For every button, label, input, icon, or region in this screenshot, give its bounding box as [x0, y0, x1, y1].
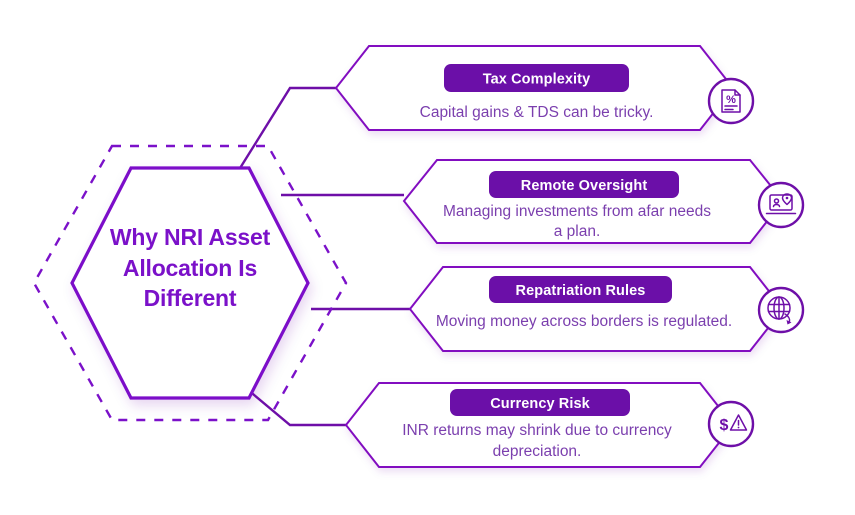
card-4-body-line-1: INR returns may shrink due to currency: [402, 422, 672, 439]
card-repatriation-rules[interactable]: Repatriation Rules Moving money across b…: [408, 266, 805, 352]
dollar-warning-icon: $: [707, 400, 755, 448]
card-currency-risk[interactable]: Currency Risk INR returns may shrink due…: [344, 382, 755, 468]
outer-hexagon-dashed: [32, 144, 348, 422]
card-3-body-line-1: Moving money across borders is regulated…: [436, 313, 732, 330]
center-hexagon: [70, 166, 310, 400]
card-1-badge-label: Tax Complexity: [483, 72, 591, 88]
card-3-badge-label: Repatriation Rules: [516, 283, 646, 299]
card-4-badge-pill: [450, 389, 630, 416]
svg-text:$: $: [720, 417, 729, 434]
page-title: Why NRI Asset Allocation Is Different: [72, 222, 308, 314]
card-tax-complexity[interactable]: Tax Complexity Capital gains & TDS can b…: [334, 45, 755, 131]
laptop-location-pin-icon: [757, 181, 805, 229]
card-1-body-line-1: Capital gains & TDS can be tricky.: [420, 104, 654, 121]
card-4-badge-label: Currency Risk: [490, 396, 590, 412]
card-remote-oversight[interactable]: Remote Oversight Managing investments fr…: [402, 159, 805, 244]
card-1-badge-pill: [444, 64, 629, 92]
card-4-body-line-2: depreciation.: [493, 443, 582, 460]
card-2-body-line-2: a plan.: [554, 223, 601, 240]
globe-arrow-icon: [757, 286, 805, 334]
page-title-line-3: Different: [143, 285, 237, 312]
page-title-line-1: Why NRI Asset: [109, 224, 271, 250]
card-4-shape: [344, 382, 735, 468]
page-title-line-2: Allocation Is: [122, 254, 258, 281]
tax-document-percent-icon: %: [707, 77, 755, 125]
card-2-badge-pill: [489, 171, 679, 198]
card-2-body-line-1: Managing investments from afar needs: [443, 203, 711, 220]
card-3-badge-pill: [489, 276, 672, 303]
svg-text:%: %: [726, 94, 736, 106]
card-2-badge-label: Remote Oversight: [521, 178, 648, 194]
